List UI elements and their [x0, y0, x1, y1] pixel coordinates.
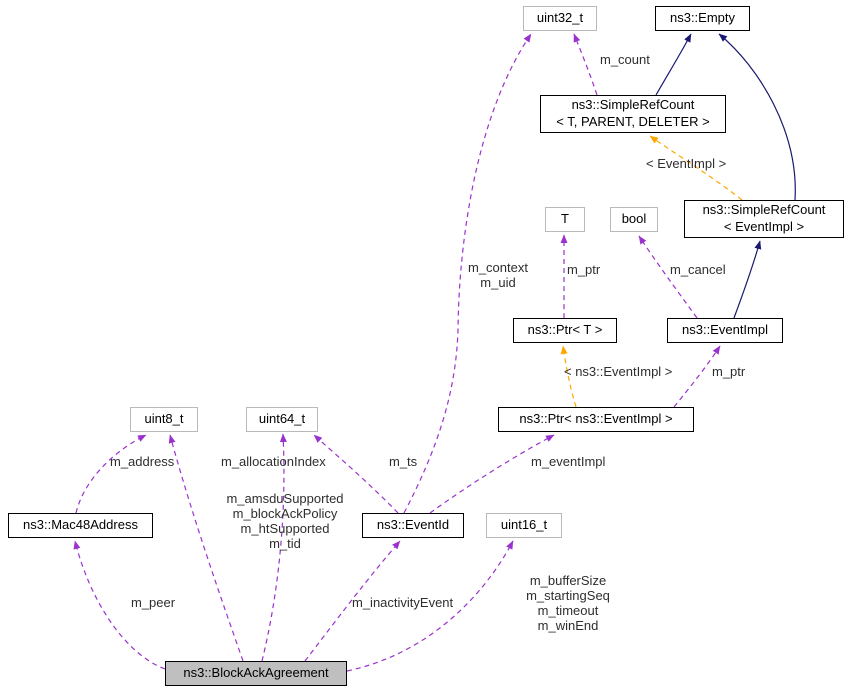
node-ns3-simplerefcount-eventimpl[interactable]: ns3::SimpleRefCount < EventImpl > — [684, 200, 844, 238]
node-ns3-ptr-t[interactable]: ns3::Ptr< T > — [513, 318, 617, 343]
edge-label-m-allocationindex: m_allocationIndex — [221, 454, 326, 469]
edge-label-m-inactivityevent: m_inactivityEvent — [352, 595, 454, 610]
node-ns3-blockackagreement: ns3::BlockAckAgreement — [165, 661, 347, 686]
node-ns3-mac48address[interactable]: ns3::Mac48Address — [8, 513, 153, 538]
node-ns3-empty[interactable]: ns3::Empty — [655, 6, 750, 31]
edge-m-address — [75, 434, 147, 514]
node-uint16-t: uint16_t — [486, 513, 562, 538]
edge-m-eventimpl — [429, 434, 555, 514]
edge-label-template-ns3-eventimpl: < ns3::EventImpl > — [564, 364, 673, 379]
edge-srctpd-inherits-empty — [655, 33, 692, 96]
node-uint64-t: uint64_t — [246, 407, 318, 432]
node-ns3-ptr-ns3-eventimpl[interactable]: ns3::Ptr< ns3::EventImpl > — [498, 407, 694, 432]
edge-label-m-ptr-eventimpl: m_ptr — [712, 364, 746, 379]
edge-srceventimpl-inherits-empty — [718, 33, 796, 201]
node-uint32-t: uint32_t — [523, 6, 597, 31]
edge-label-blockack-uint8-members: m_amsduSupported m_blockAckPolicy m_htSu… — [226, 491, 344, 551]
edge-label-m-address: m_address — [110, 454, 175, 469]
edge-label-m-cancel: m_cancel — [670, 262, 726, 277]
node-bool: bool — [610, 207, 658, 232]
edge-label-m-eventimpl: m_eventImpl — [531, 454, 606, 469]
node-ns3-eventid[interactable]: ns3::EventId — [362, 513, 464, 538]
node-ns3-simplerefcount-t-parent-deleter[interactable]: ns3::SimpleRefCount < T, PARENT, DELETER… — [540, 95, 726, 133]
node-ns3-eventimpl[interactable]: ns3::EventImpl — [667, 318, 783, 343]
edge-label-m-ts: m_ts — [389, 454, 418, 469]
edge-label-m-count: m_count — [600, 52, 650, 67]
edge-label-blockack-uint16-members: m_bufferSize m_startingSeq m_timeout m_w… — [526, 573, 610, 633]
node-t: T — [545, 207, 585, 232]
edge-label-m-ptr-t: m_ptr — [567, 262, 601, 277]
edge-eventimpl-inherits-srceventimpl — [733, 240, 762, 319]
edge-label-m-context-m-uid: m_context m_uid — [468, 260, 528, 290]
node-uint8-t: uint8_t — [130, 407, 198, 432]
edge-label-template-eventimpl: < EventImpl > — [646, 156, 727, 171]
edge-m-count — [573, 33, 598, 96]
edge-label-m-peer: m_peer — [131, 595, 176, 610]
